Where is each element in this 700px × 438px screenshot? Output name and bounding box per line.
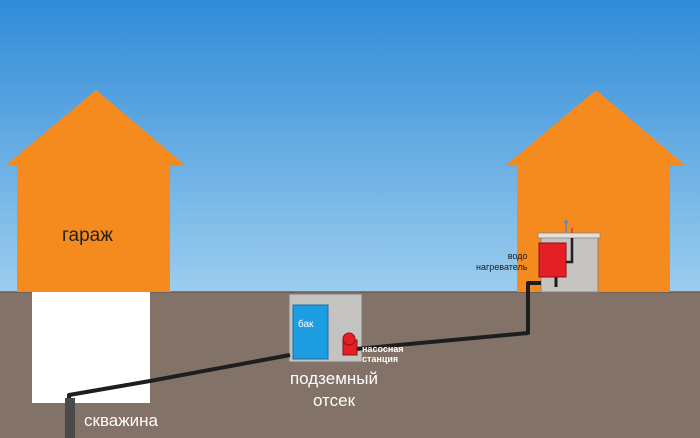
water-heater-label-line2: нагреватель xyxy=(476,262,528,273)
water-heater xyxy=(538,242,567,278)
pump-station xyxy=(342,332,358,356)
underground-bay-label: подземный отсек xyxy=(268,368,400,412)
faucet-handle xyxy=(564,220,568,224)
garage-roof xyxy=(5,90,186,166)
well-casing xyxy=(65,398,75,438)
water-heater-label: водо нагреватель xyxy=(476,251,527,274)
house-roof xyxy=(505,90,686,166)
heater-to-sink-pipe xyxy=(566,238,574,264)
sink-top xyxy=(537,232,601,239)
tank xyxy=(292,304,329,360)
garage xyxy=(5,90,186,292)
pump-station-label: насосная станция xyxy=(362,344,404,365)
pump-station-label-line1: насосная xyxy=(362,344,404,354)
pump-tank xyxy=(342,332,356,346)
garage-basement xyxy=(32,292,150,403)
well-to-tank-pipe xyxy=(67,353,291,400)
garage-wall xyxy=(17,166,170,292)
pump-station-label-line2: станция xyxy=(362,354,399,365)
garage-label: гараж xyxy=(62,225,113,246)
well-label: скважина xyxy=(84,411,158,430)
tank-label: бак xyxy=(298,319,314,330)
water-heater-label-line1: водо xyxy=(507,251,528,261)
pump-to-heater-pipe xyxy=(355,281,541,351)
underground-bay-label-line2: отсек xyxy=(312,391,356,411)
underground-bay-label-line1: подземный xyxy=(289,369,379,388)
